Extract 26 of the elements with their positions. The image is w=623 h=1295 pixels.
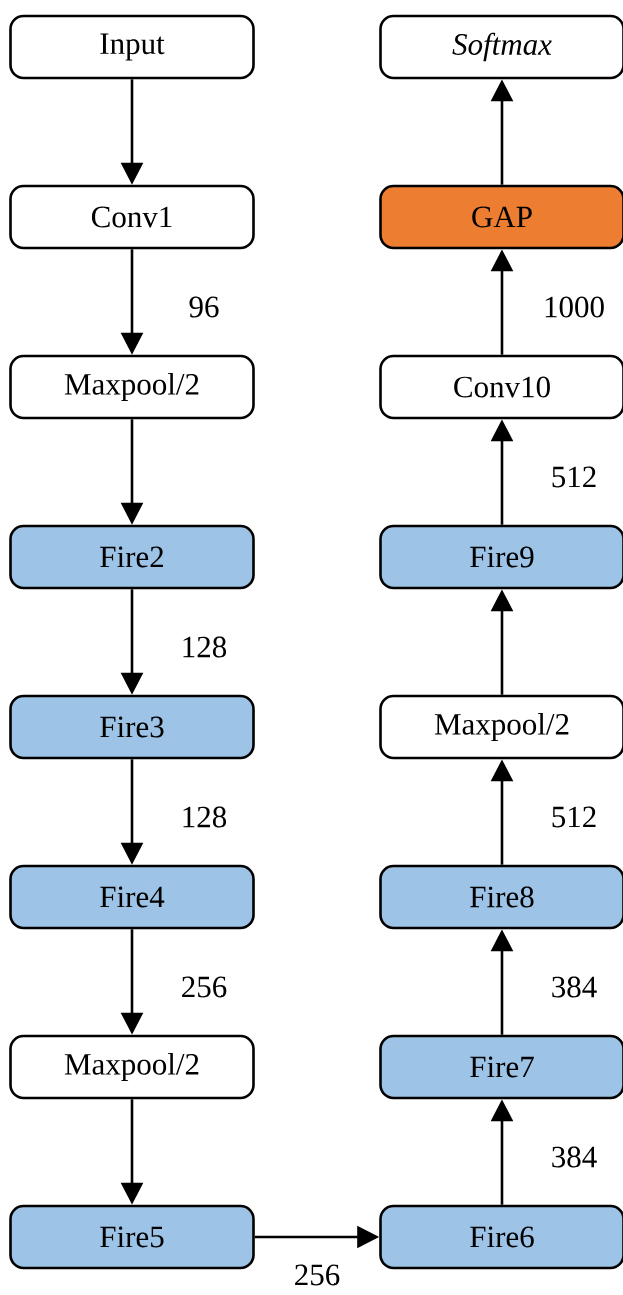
edge-label: 512: [549, 465, 599, 489]
layer-box: Conv10: [379, 354, 623, 420]
edge-label: 96: [187, 295, 221, 319]
fire-module-box: Fire2: [9, 524, 255, 590]
pooling-box: GAP: [379, 184, 623, 250]
layer-box: Conv1: [9, 184, 255, 250]
edge-label: 256: [179, 975, 229, 999]
fire-module-box: Fire4: [9, 864, 255, 930]
edge-label: 384: [549, 1145, 599, 1169]
layer-box: Softmax: [379, 14, 623, 80]
layer-box: Maxpool/2: [9, 354, 255, 420]
fire-module-box: Fire5: [9, 1204, 255, 1270]
edge-label: 512: [549, 805, 599, 829]
edge-label: 256: [292, 1263, 342, 1287]
fire-module-box: Fire8: [379, 864, 623, 930]
layer-box: Maxpool/2: [9, 1034, 255, 1100]
fire-module-box: Fire6: [379, 1204, 623, 1270]
edge-label: 1000: [542, 295, 606, 319]
layer-box: Input: [9, 14, 255, 80]
fire-module-box: Fire3: [9, 694, 255, 760]
edge-label: 384: [549, 975, 599, 999]
edge-label: 128: [179, 805, 229, 829]
fire-module-box: Fire7: [379, 1034, 623, 1100]
layer-box: Maxpool/2: [379, 694, 623, 760]
edge-label: 128: [179, 635, 229, 659]
fire-module-box: Fire9: [379, 524, 623, 590]
